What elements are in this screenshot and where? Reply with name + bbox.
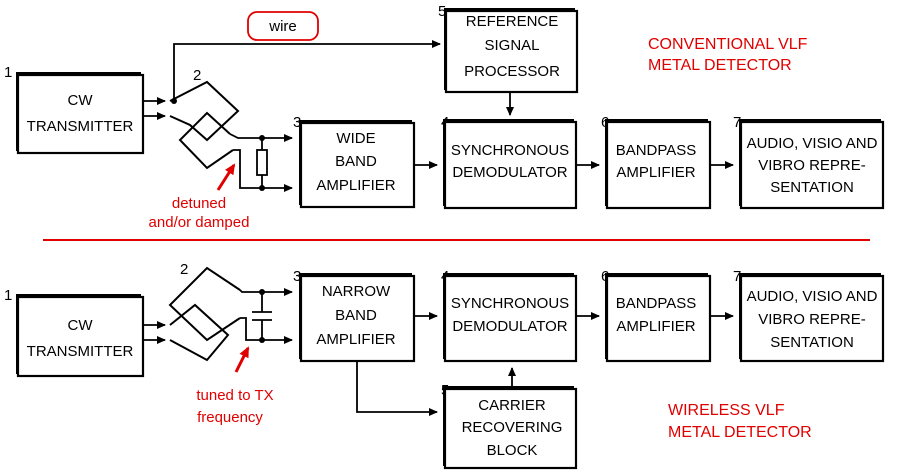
block-number-3: 3 bbox=[293, 268, 301, 285]
block-number-3: 3 bbox=[293, 114, 301, 131]
reference-wire bbox=[173, 40, 441, 101]
rx-line bbox=[233, 149, 293, 192]
block-number-5: 5 bbox=[438, 3, 446, 20]
wireless-title-line1: WIRELESS VLF bbox=[668, 402, 785, 419]
annotation-arrow bbox=[216, 163, 236, 191]
rx-coil bbox=[168, 266, 241, 342]
block-label: BAND bbox=[335, 307, 377, 324]
block-label: SYNCHRONOUS bbox=[451, 295, 569, 312]
reference-signal-processor-block bbox=[444, 9, 579, 94]
block-label: BANDPASS bbox=[616, 295, 697, 312]
block-label: AMPLIFIER bbox=[616, 164, 695, 181]
wireless-section: WIRELESS VLF METAL DETECTOR 1 CW TRANSMI… bbox=[4, 261, 885, 470]
block-label: AMPLIFIER bbox=[616, 318, 695, 335]
wire-label: wire bbox=[268, 18, 297, 35]
coil-number-2: 2 bbox=[193, 67, 201, 84]
audio-visio-vibro-block bbox=[739, 120, 885, 210]
block-label: VIBRO REPRE- bbox=[758, 157, 866, 174]
junction-dot bbox=[259, 337, 265, 343]
block-label: DEMODULATOR bbox=[452, 164, 567, 181]
block-label: AMPLIFIER bbox=[316, 331, 395, 348]
tx-coil bbox=[169, 80, 240, 142]
annotation-tuned-line2: frequency bbox=[197, 409, 263, 426]
annotation-arrow bbox=[234, 346, 250, 373]
annotation-detuned-line2: and/or damped bbox=[149, 214, 250, 231]
block-label: DEMODULATOR bbox=[452, 318, 567, 335]
annotation-detuned-line1: detuned bbox=[172, 195, 226, 212]
wire-label-frame bbox=[247, 11, 319, 41]
junction-dot bbox=[259, 289, 265, 295]
junction-dot bbox=[259, 135, 265, 141]
rx-line bbox=[229, 133, 293, 142]
cw-transmitter-block bbox=[16, 73, 145, 155]
block-label: SIGNAL bbox=[484, 37, 539, 54]
block-label: SENTATION bbox=[770, 334, 854, 351]
block-label: NARROW bbox=[322, 283, 391, 300]
conventional-title-line2: METAL DETECTOR bbox=[648, 57, 792, 74]
block-label: AMPLIFIER bbox=[316, 177, 395, 194]
carrier-recovering-block bbox=[443, 387, 578, 470]
bandpass-amplifier-block bbox=[605, 120, 712, 210]
block-label: AUDIO, VISIO AND bbox=[747, 288, 878, 305]
synchronous-demodulator-block bbox=[443, 120, 578, 210]
block-label: BAND bbox=[335, 153, 377, 170]
block-label: SENTATION bbox=[770, 179, 854, 196]
wide-band-amplifier-block bbox=[299, 121, 416, 209]
block-label: AUDIO, VISIO AND bbox=[747, 135, 878, 152]
block-label: TRANSMITTER bbox=[27, 343, 134, 360]
block-label: CARRIER bbox=[478, 397, 546, 414]
audio-visio-vibro-block bbox=[739, 274, 885, 363]
conventional-section: CONVENTIONAL VLF METAL DETECTOR 1 CW TRA… bbox=[4, 3, 885, 231]
conventional-title-line1: CONVENTIONAL VLF bbox=[648, 36, 808, 53]
tuning-capacitor bbox=[252, 311, 272, 321]
damping-resistor bbox=[256, 149, 268, 176]
block-label: PROCESSOR bbox=[464, 63, 560, 80]
cw-transmitter-block bbox=[16, 295, 145, 378]
block-label: CW bbox=[68, 92, 94, 109]
block-number-7: 7 bbox=[733, 114, 741, 131]
annotation-tuned-line1: tuned to TX bbox=[196, 387, 273, 404]
block-label: BANDPASS bbox=[616, 142, 697, 159]
block-label: RECOVERING bbox=[462, 419, 563, 436]
block-label: VIBRO REPRE- bbox=[758, 311, 866, 328]
rx-line bbox=[240, 317, 293, 344]
block-label: CW bbox=[68, 317, 94, 334]
block-number-1: 1 bbox=[4, 287, 12, 304]
tx-coil bbox=[169, 303, 230, 362]
block-number-1: 1 bbox=[4, 64, 12, 81]
narrow-band-amplifier-block bbox=[299, 274, 416, 363]
coil-number-2: 2 bbox=[180, 261, 188, 278]
rx-coil bbox=[178, 111, 234, 170]
block-label: SYNCHRONOUS bbox=[451, 142, 569, 159]
block-number-7: 7 bbox=[733, 268, 741, 285]
block-label: BLOCK bbox=[487, 442, 538, 459]
bandpass-amplifier-block bbox=[605, 274, 712, 363]
block-label: WIDE bbox=[336, 130, 375, 147]
block-label: REFERENCE bbox=[466, 13, 559, 30]
synchronous-demodulator-block bbox=[443, 274, 578, 363]
block-label: TRANSMITTER bbox=[27, 118, 134, 135]
carrier-feed-arrow bbox=[356, 361, 438, 416]
rx-line bbox=[239, 288, 293, 296]
junction-dot bbox=[259, 185, 265, 191]
wireless-title-line2: METAL DETECTOR bbox=[668, 424, 812, 441]
